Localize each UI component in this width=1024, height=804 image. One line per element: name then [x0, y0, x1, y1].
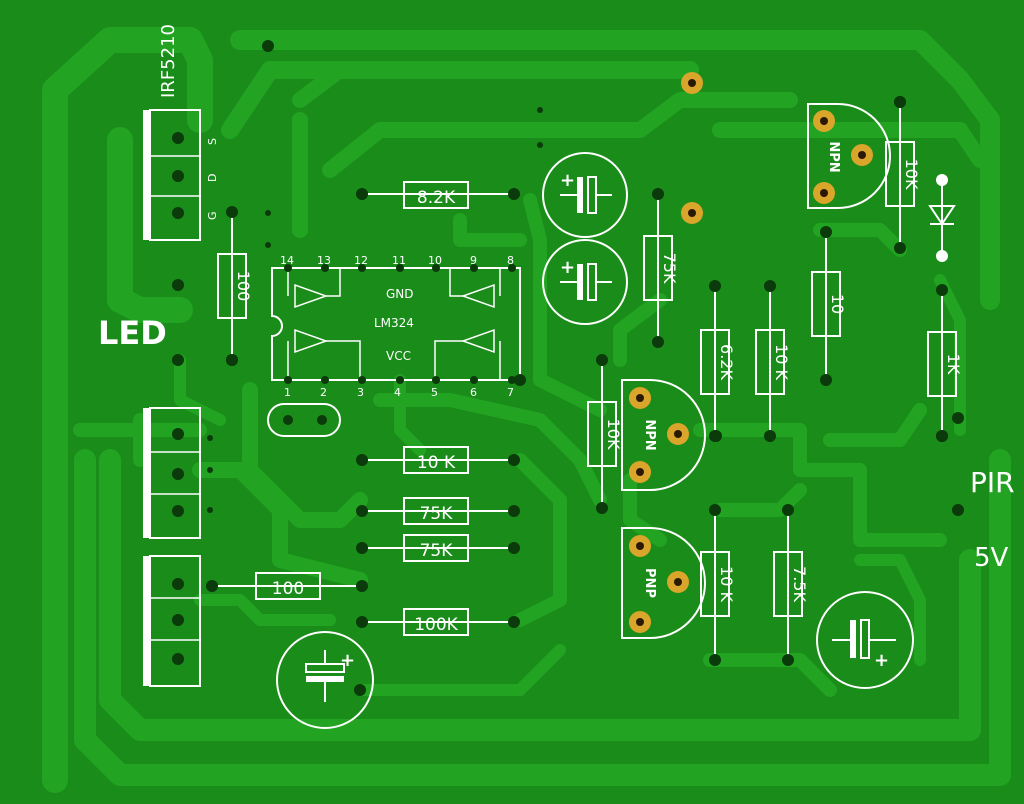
ic-pin-12: 12	[354, 254, 368, 267]
oval-pad	[283, 415, 293, 425]
pin-g-label: G	[206, 211, 219, 220]
capacitor-2-plus: +	[560, 257, 575, 278]
transistor-npn-mid: NPN	[621, 379, 706, 491]
resistor-10k-v2: 10 K	[755, 280, 791, 442]
resistor-10k-v2-label: 10 K	[772, 344, 791, 380]
ic-pin-2: 2	[320, 386, 327, 399]
power-connector	[143, 555, 201, 687]
ic-pin-6: 6	[470, 386, 477, 399]
resistor-6k2-label: 6.2K	[717, 344, 736, 380]
oval-footprint	[267, 403, 341, 437]
capacitor-4: +	[816, 591, 914, 689]
ic-pin-3: 3	[357, 386, 364, 399]
ic-pin-8: 8	[507, 254, 514, 267]
pir-label: PIR	[970, 466, 1015, 499]
resistor-100-gate-label: 100	[234, 271, 253, 302]
copper-traces	[42, 27, 1011, 793]
ic-pin-13: 13	[317, 254, 331, 267]
transistor-pnp-label: PNP	[642, 568, 657, 598]
capacitor-4-plus: +	[874, 650, 889, 671]
capacitor-1: +	[542, 152, 628, 238]
pin-s-label: S	[206, 138, 219, 145]
ic-pin-10: 10	[428, 254, 442, 267]
ic-pin-11: 11	[392, 254, 406, 267]
resistor-10k-a-label: 10 K	[417, 453, 456, 473]
resistor-8k2-label: 8.2K	[417, 188, 456, 208]
capacitor-2: +	[542, 239, 628, 325]
capacitor-3-plus: +	[340, 650, 355, 671]
transistor-pnp: PNP	[621, 527, 706, 639]
resistor-75k-a: 75K	[356, 497, 520, 525]
capacitor-1-plus: +	[560, 170, 575, 191]
voltage-label: 5V	[974, 543, 1009, 573]
ic-pin-5: 5	[431, 386, 438, 399]
resistor-10-v-label: 10	[828, 294, 847, 314]
resistor-6k2: 6.2K	[700, 280, 736, 442]
oval-pad	[317, 415, 327, 425]
mosfet-label: IRF5210	[158, 24, 179, 98]
resistor-10k-pnp-label: 10 K	[717, 566, 736, 602]
pin-d-label: D	[206, 174, 219, 182]
resistor-1k-label: 1K	[944, 354, 963, 375]
resistor-7k5-label: 7.5K	[790, 566, 809, 602]
resistor-10k-a: 10 K	[356, 446, 520, 474]
gold-pads	[681, 72, 703, 224]
ic-lm324: LM324 GND VCC 14 13 12 11 10 9 8 1 2 3 4…	[271, 254, 521, 399]
resistor-10-v: 10	[811, 226, 847, 386]
resistor-7k5: 7.5K	[773, 504, 809, 666]
via-pads	[172, 40, 964, 696]
resistor-10k-pnp: 10 K	[700, 504, 736, 666]
resistor-100-b: 100	[206, 572, 368, 600]
resistor-100k-label: 100K	[414, 615, 458, 635]
diode	[928, 174, 956, 262]
ic-pin-1: 1	[284, 386, 291, 399]
resistor-100-b-label: 100	[272, 579, 304, 599]
resistor-8k2: 8.2K	[356, 181, 520, 209]
mosfet-irf5210: IRF5210 S D G	[143, 24, 219, 241]
transistor-npn-top: NPN	[807, 103, 891, 209]
resistor-10k-v1: 10K	[587, 354, 623, 514]
ic-pin-9: 9	[470, 254, 477, 267]
ic-pin-14: 14	[280, 254, 294, 267]
capacitor-3: +	[276, 631, 374, 729]
resistor-75k-b: 75K	[356, 534, 520, 562]
ic-pin-7: 7	[507, 386, 514, 399]
transistor-npn-mid-label: NPN	[642, 419, 657, 450]
resistor-10k-top-label: 10K	[902, 159, 921, 190]
ic-name: LM324	[374, 316, 414, 330]
resistor-10k-v1-label: 10K	[604, 419, 623, 450]
resistor-75k-v-label: 75K	[660, 253, 679, 284]
transistor-npn-top-label: NPN	[826, 141, 841, 172]
led-connector	[143, 407, 201, 539]
ic-vcc: VCC	[386, 349, 411, 363]
led-label: LED	[98, 314, 167, 352]
resistor-75k-b-label: 75K	[420, 541, 454, 561]
resistor-100k: 100K	[356, 608, 520, 636]
resistor-75k-v: 75K	[643, 188, 679, 348]
ic-gnd: GND	[386, 287, 414, 301]
ic-pin-4: 4	[394, 386, 401, 399]
resistor-75k-a-label: 75K	[420, 504, 454, 524]
